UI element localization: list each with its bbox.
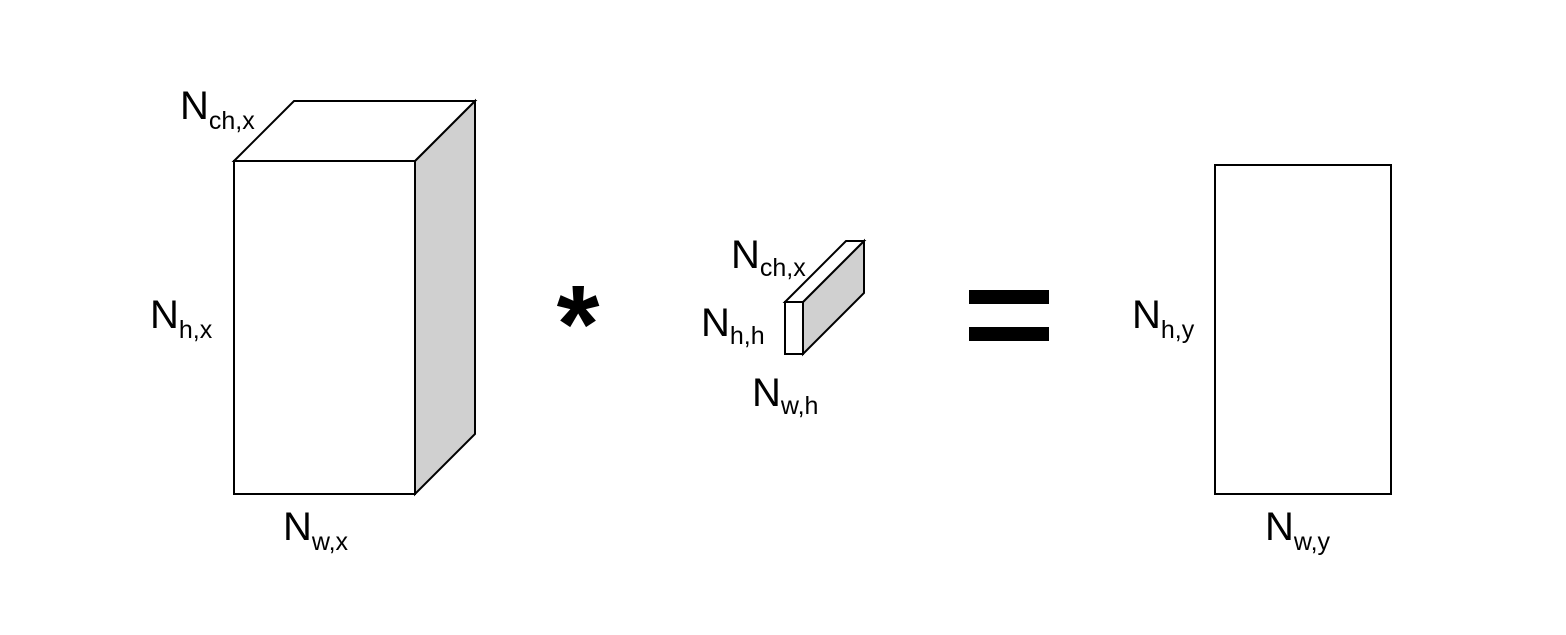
kernel-cuboid [782,238,867,357]
equals-sign [969,290,1049,341]
kernel-channels-label: Nch,x [731,233,806,282]
input-width-label: Nw,x [283,505,349,556]
output-matrix [1214,164,1392,495]
input-tensor-side-face [414,98,476,497]
convolution-operator-symbol: * [557,263,600,386]
kernel-width-label: Nw,h [752,371,818,420]
input-height-label: Nh,x [150,293,213,344]
output-height-label: Nh,y [1132,293,1195,344]
input-tensor-front-face [233,160,416,495]
kernel-front-face [784,301,804,355]
output-width-label: Nw,y [1265,505,1331,556]
kernel-height-label: Nh,h [701,301,765,350]
input-tensor-cuboid [231,98,478,497]
input-channels-label: Nch,x [180,84,255,135]
